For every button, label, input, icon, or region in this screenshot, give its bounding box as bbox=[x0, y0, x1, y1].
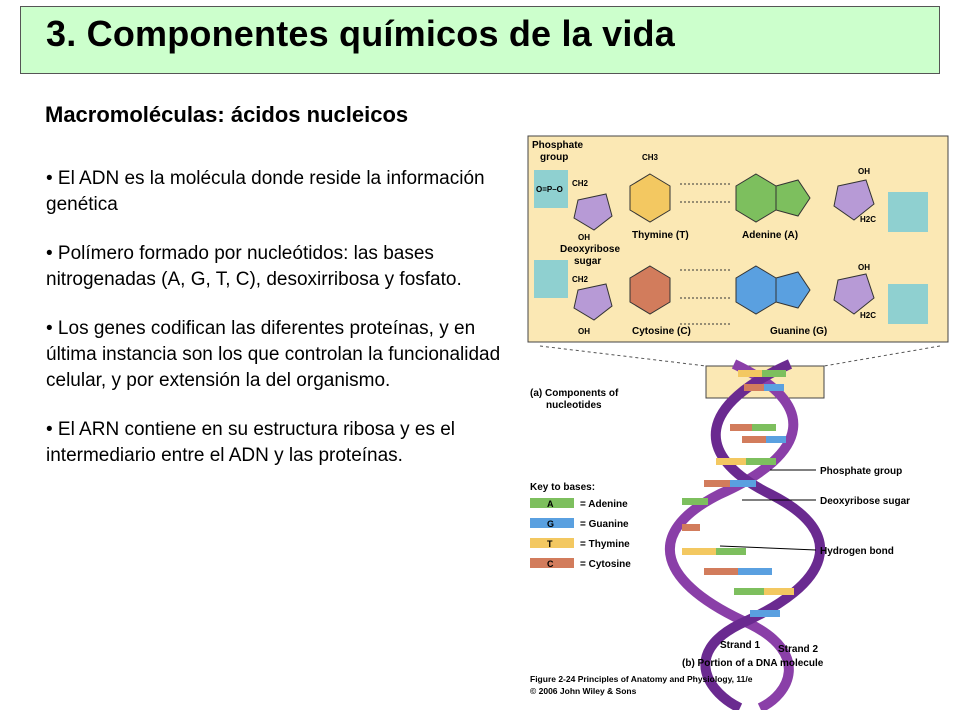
callout-sugar: Deoxyribose sugar bbox=[820, 496, 910, 507]
deoxyribose-sugar bbox=[833, 273, 875, 315]
deoxyribose-sugar bbox=[573, 283, 613, 321]
cytosine-ring bbox=[629, 265, 671, 315]
key-title: Key to bases: bbox=[530, 482, 595, 493]
strand-1-label: Strand 1 bbox=[720, 640, 760, 651]
svg-text:= Adenine: = Adenine bbox=[580, 499, 628, 510]
slide-title: 3. Componentes químicos de la vida bbox=[46, 13, 675, 54]
svg-text:= Thymine: = Thymine bbox=[580, 539, 630, 550]
part-b-label: (b) Portion of a DNA molecule bbox=[682, 658, 824, 669]
oh-label: OH bbox=[858, 167, 870, 176]
zoom-line bbox=[539, 345, 707, 367]
guanine-label: Guanine (G) bbox=[770, 326, 827, 337]
part-a-label: (a) Components of bbox=[530, 388, 619, 399]
svg-text:= Guanine: = Guanine bbox=[580, 519, 629, 530]
svg-text:G: G bbox=[547, 519, 554, 529]
guanine-ring bbox=[775, 271, 811, 309]
deoxyribose-label: sugar bbox=[574, 256, 601, 267]
key-adenine: A = Adenine bbox=[530, 498, 628, 510]
bullet-list: • El ADN es la molécula donde reside la … bbox=[46, 166, 511, 492]
ch2-label: CH2 bbox=[572, 275, 589, 284]
phosphate-group-label: Phosphate bbox=[532, 140, 584, 151]
cytosine-label: Cytosine (C) bbox=[632, 326, 691, 337]
slide-subtitle: Macromoléculas: ácidos nucleicos bbox=[45, 102, 409, 127]
svg-text:= Cytosine: = Cytosine bbox=[580, 559, 631, 570]
callout-hbond: Hydrogen bond bbox=[820, 546, 894, 557]
zoom-line bbox=[823, 345, 941, 367]
h2c-label: H2C bbox=[860, 311, 876, 320]
base-pairs bbox=[682, 370, 794, 617]
oh-label: OH bbox=[578, 233, 590, 242]
svg-text:C: C bbox=[547, 559, 554, 569]
adenine-ring bbox=[775, 179, 811, 217]
phosphate-box bbox=[888, 284, 928, 324]
bullet-item: • El ARN contiene en su estructura ribos… bbox=[46, 419, 456, 466]
oh-label: OH bbox=[578, 327, 590, 336]
phosphate-box bbox=[888, 192, 928, 232]
title-bar bbox=[20, 6, 940, 74]
deoxyribose-sugar bbox=[573, 193, 613, 231]
adenine-label: Adenine (A) bbox=[742, 230, 798, 241]
oh-label: OH bbox=[858, 263, 870, 272]
bullet-item: • El ADN es la molécula donde reside la … bbox=[46, 168, 485, 215]
svg-text:T: T bbox=[547, 539, 553, 549]
key-guanine: G = Guanine bbox=[530, 518, 629, 530]
phosphate-box bbox=[534, 260, 568, 298]
strand-2-label: Strand 2 bbox=[778, 644, 818, 655]
bullet-item: • Los genes codifican las diferentes pro… bbox=[46, 318, 501, 391]
callout-line bbox=[719, 545, 817, 551]
svg-text:A: A bbox=[547, 499, 554, 509]
thymine-label: Thymine (T) bbox=[632, 230, 689, 241]
callout-phosphate: Phosphate group bbox=[820, 466, 902, 477]
bullet-item: • Polímero formado por nucleótidos: las … bbox=[46, 243, 462, 290]
dna-figure: Phosphate group O=P–O CH2 OH Deoxyribose… bbox=[527, 135, 949, 710]
key-thymine: T = Thymine bbox=[530, 538, 630, 550]
phosphate-box bbox=[534, 170, 568, 208]
part-a-label: nucleotides bbox=[546, 400, 602, 411]
thymine-ring bbox=[629, 173, 671, 223]
deoxyribose-label: Deoxyribose bbox=[560, 244, 620, 255]
key-cytosine: C = Cytosine bbox=[530, 558, 631, 570]
strand-2 bbox=[664, 359, 799, 710]
deoxyribose-sugar bbox=[833, 179, 875, 221]
ch3-label: CH3 bbox=[642, 153, 659, 162]
h2c-label: H2C bbox=[860, 215, 876, 224]
phosphate-group-label: group bbox=[540, 152, 568, 163]
phosphate-formula: O=P–O bbox=[536, 185, 563, 194]
strand-1 bbox=[700, 359, 826, 710]
figure-copyright: © 2006 John Wiley & Sons bbox=[530, 686, 637, 696]
figure-caption: Figure 2-24 Principles of Anatomy and Ph… bbox=[530, 674, 753, 684]
ch2-label: CH2 bbox=[572, 179, 589, 188]
